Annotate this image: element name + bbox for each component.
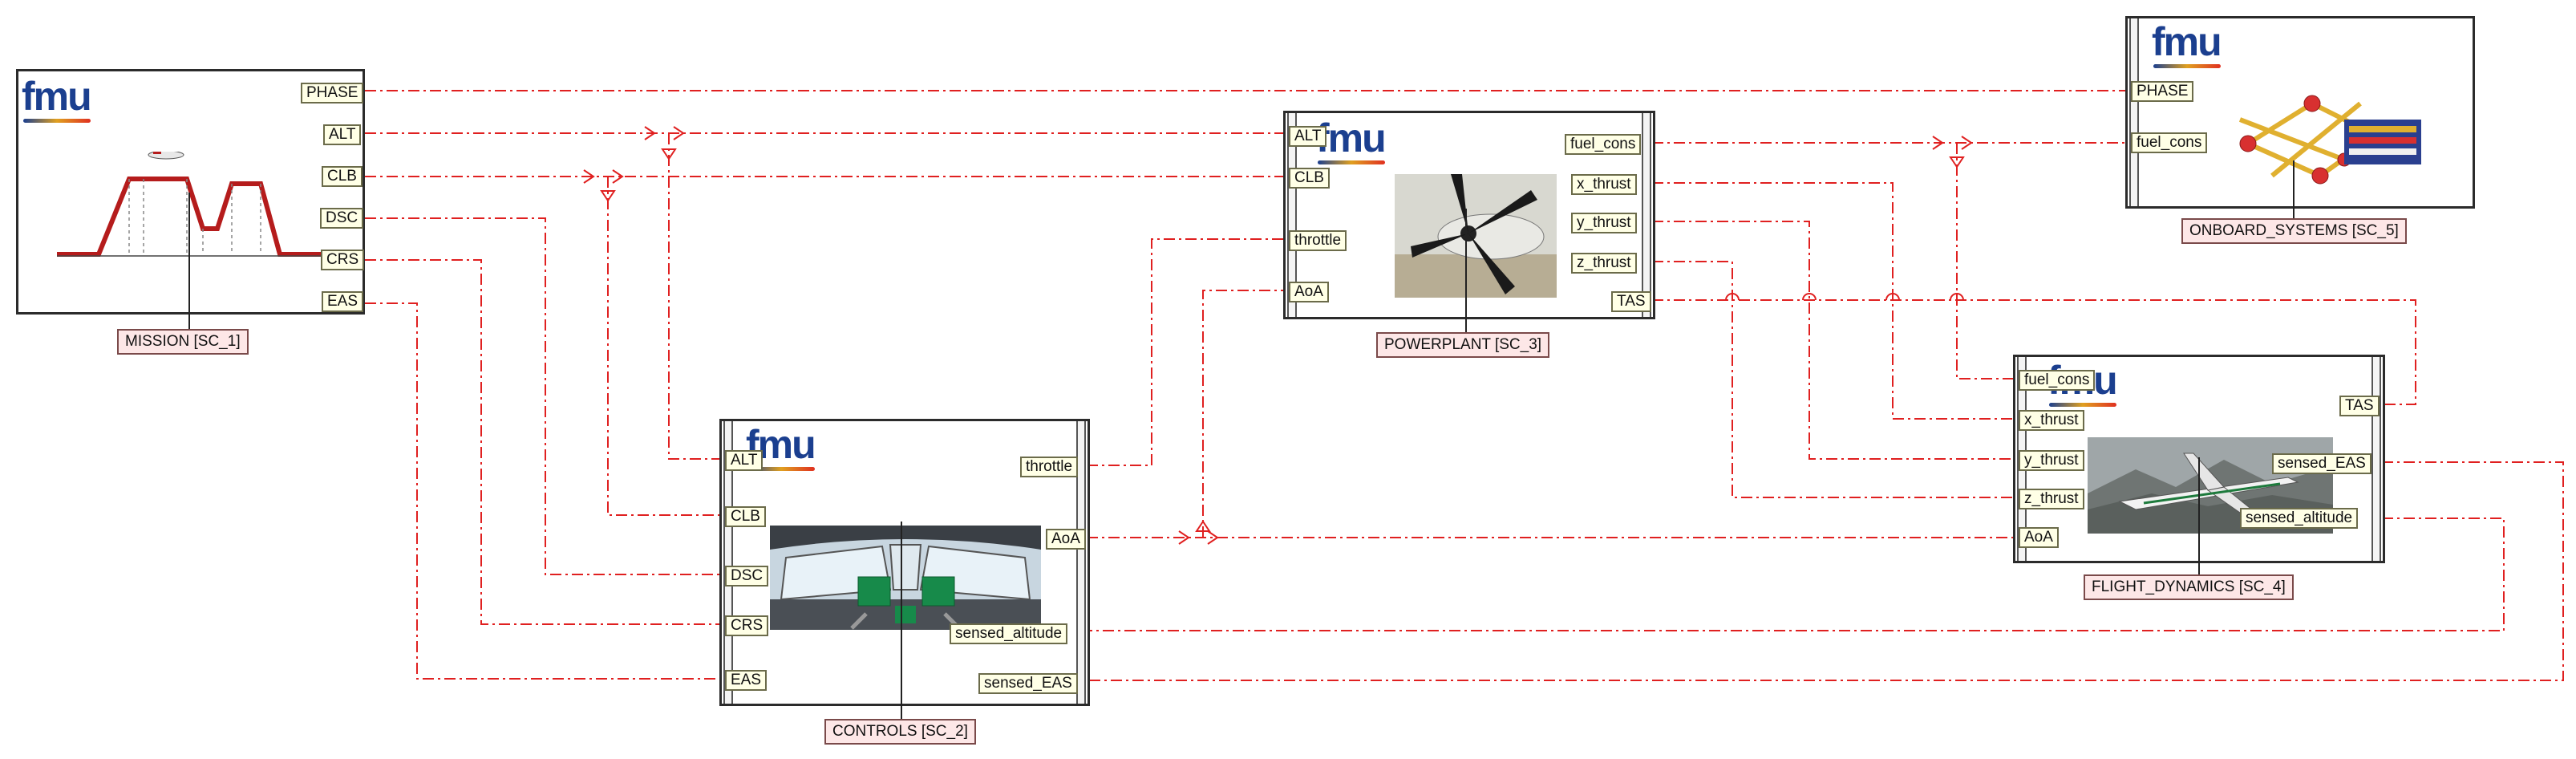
wire-crs bbox=[365, 259, 723, 625]
plane-icon bbox=[148, 152, 184, 160]
mission-block[interactable]: fmu PHASE ALT CLB DSC CRS EAS bbox=[16, 69, 365, 315]
mission-port-out-crs[interactable]: CRS bbox=[321, 250, 365, 270]
cockpit-icon bbox=[770, 526, 1041, 630]
onboard-systems-port-in-phase[interactable]: PHASE bbox=[2131, 81, 2194, 102]
branch-alt bbox=[644, 126, 685, 140]
wire-y-thrust bbox=[1652, 221, 2016, 460]
powerplant-block[interactable]: fmu ALT CLB throttle AoA fuel_cons x_thr… bbox=[1283, 111, 1655, 319]
wire-sensed-altitude bbox=[1087, 518, 2505, 631]
controls-port-in-alt[interactable]: ALT bbox=[725, 450, 763, 471]
flight-dynamics-port-in-fuel-cons[interactable]: fuel_cons bbox=[2019, 370, 2096, 391]
branch-aoa bbox=[1178, 530, 1219, 545]
flight-dynamics-block[interactable]: fmu fuel_cons x_thrust y_thrust z_thrust… bbox=[2013, 355, 2385, 563]
propeller-icon bbox=[1395, 174, 1557, 298]
branch-fuel-down bbox=[1949, 156, 1965, 168]
onboard-systems-block[interactable]: fmu PHASE fuel_cons bbox=[2125, 16, 2475, 209]
wire-z-thrust bbox=[1652, 261, 2016, 498]
flight-dynamics-port-out-tas[interactable]: TAS bbox=[2339, 396, 2380, 416]
controls-block[interactable]: fmu ALT CLB DSC CRS EAS throttle AoA sen… bbox=[719, 419, 1090, 706]
fmu-logo: fmu bbox=[1316, 118, 1387, 164]
branch-fuel-cons bbox=[1932, 136, 1973, 150]
line-jump-0 bbox=[1802, 293, 1817, 301]
flight-dynamics-port-in-z-thrust[interactable]: z_thrust bbox=[2019, 489, 2084, 509]
flight-dynamics-port-in-y-thrust[interactable]: y_thrust bbox=[2019, 450, 2084, 471]
line-jump-2 bbox=[1950, 293, 1964, 301]
powerplant-port-in-aoa[interactable]: AoA bbox=[1289, 282, 1329, 302]
branch-clb bbox=[583, 169, 624, 184]
onboard-systems-caption: ONBOARD_SYSTEMS [SC_5] bbox=[2181, 218, 2407, 244]
wire-sensed-eas bbox=[1087, 461, 2564, 681]
mission-caption: MISSION [SC_1] bbox=[117, 329, 249, 355]
mission-port-out-clb[interactable]: CLB bbox=[322, 166, 363, 187]
wire-eas bbox=[365, 302, 723, 680]
wire-aoa-branch-powerplant bbox=[1202, 290, 1286, 538]
systems-network-icon bbox=[2224, 87, 2424, 195]
fmu-logo: fmu bbox=[746, 424, 816, 471]
flight-dynamics-port-in-aoa[interactable]: AoA bbox=[2019, 527, 2059, 548]
wire-throttle bbox=[1087, 238, 1286, 466]
mission-port-out-dsc[interactable]: DSC bbox=[320, 208, 364, 229]
powerplant-port-in-clb[interactable]: CLB bbox=[1289, 168, 1330, 189]
onboard-systems-port-in-fuel-cons[interactable]: fuel_cons bbox=[2131, 132, 2208, 153]
powerplant-port-out-tas[interactable]: TAS bbox=[1611, 291, 1651, 312]
powerplant-port-out-x-thrust[interactable]: x_thrust bbox=[1571, 174, 1637, 195]
branch-points bbox=[583, 126, 1973, 545]
controls-port-out-sensed-eas[interactable]: sensed_EAS bbox=[978, 673, 1078, 694]
controls-port-out-throttle[interactable]: throttle bbox=[1020, 457, 1079, 477]
flight-dynamics-port-out-sensed-eas[interactable]: sensed_EAS bbox=[2272, 453, 2371, 474]
branch-clb-down bbox=[600, 190, 616, 202]
controls-port-in-crs[interactable]: CRS bbox=[725, 615, 769, 636]
powerplant-port-in-throttle[interactable]: throttle bbox=[1289, 230, 1347, 251]
fmu-logo: fmu bbox=[22, 76, 92, 123]
controls-port-in-dsc[interactable]: DSC bbox=[725, 566, 769, 586]
mission-port-out-alt[interactable]: ALT bbox=[323, 124, 362, 145]
powerplant-caption: POWERPLANT [SC_3] bbox=[1376, 332, 1550, 358]
controls-port-out-sensed-altitude[interactable]: sensed_altitude bbox=[950, 623, 1068, 644]
branch-aoa-up bbox=[1195, 520, 1211, 532]
fmu-logo: fmu bbox=[2152, 22, 2222, 68]
wire-clb-branch-controls bbox=[607, 177, 723, 516]
powerplant-port-in-alt[interactable]: ALT bbox=[1289, 126, 1327, 147]
connection-lines bbox=[365, 90, 2564, 681]
flight-dynamics-caption: FLIGHT_DYNAMICS [SC_4] bbox=[2084, 574, 2294, 600]
line-jump-3 bbox=[1725, 293, 1740, 301]
branch-alt-down bbox=[661, 148, 677, 160]
wire-alt-branch-controls bbox=[668, 133, 723, 460]
flight-dynamics-port-in-x-thrust[interactable]: x_thrust bbox=[2019, 410, 2084, 431]
controls-port-out-aoa[interactable]: AoA bbox=[1046, 529, 1086, 550]
powerplant-port-out-y-thrust[interactable]: y_thrust bbox=[1571, 213, 1637, 233]
controls-port-in-eas[interactable]: EAS bbox=[725, 670, 768, 691]
mission-port-out-phase[interactable]: PHASE bbox=[301, 83, 364, 104]
mission-port-out-eas[interactable]: EAS bbox=[322, 291, 364, 312]
line-jump-1 bbox=[1885, 293, 1900, 301]
controls-port-in-clb[interactable]: CLB bbox=[725, 506, 766, 527]
wire-fuel-cons-branch-fd bbox=[1956, 143, 2016, 380]
wire-dsc bbox=[365, 217, 723, 575]
flight-dynamics-port-out-sensed-altitude[interactable]: sensed_altitude bbox=[2240, 508, 2359, 529]
flight-profile-icon bbox=[57, 152, 323, 257]
powerplant-port-out-z-thrust[interactable]: z_thrust bbox=[1571, 253, 1637, 274]
powerplant-port-out-fuel-cons[interactable]: fuel_cons bbox=[1565, 134, 1642, 155]
controls-caption: CONTROLS [SC_2] bbox=[824, 719, 976, 745]
